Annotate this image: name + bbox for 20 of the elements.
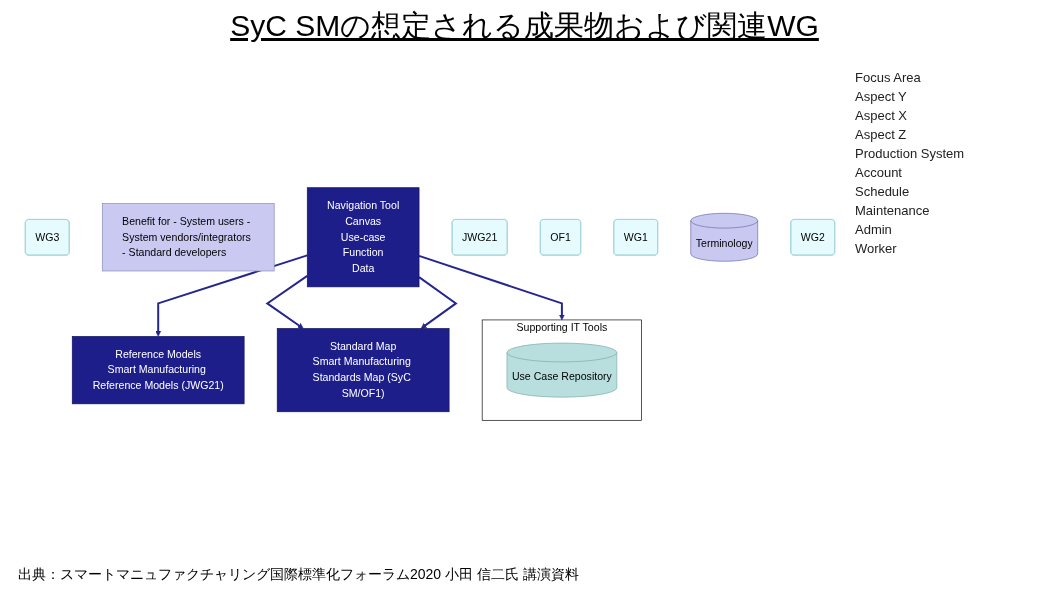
node-box: Navigation Tool Canvas Use-case Function Data bbox=[306, 187, 420, 288]
label-text: Aspect X bbox=[855, 108, 909, 123]
node-box: Benefit for - System users - System vendors/integrators - Standard developers bbox=[101, 203, 275, 272]
arrow bbox=[418, 276, 458, 329]
arrow bbox=[265, 274, 309, 329]
label-text: Schedule bbox=[855, 184, 911, 199]
arrow bbox=[418, 254, 565, 321]
label-text: Aspect Z bbox=[855, 127, 908, 142]
caption: 出典：スマートマニュファクチャリング国際標準化フォーラム2020 小田 信二氏 講演資料 bbox=[18, 566, 579, 584]
label-text: Production System bbox=[855, 146, 966, 161]
node-box: Standard Map Smart Manufacturing Standards Map (SyC SM/OF1) bbox=[276, 328, 450, 413]
label-text: Worker bbox=[855, 241, 898, 256]
title: SyC SMの想定される成果物および関連WG bbox=[229, 8, 820, 44]
label-text: Maintenance bbox=[855, 203, 931, 218]
arrow bbox=[155, 254, 309, 337]
label-text: Account bbox=[855, 165, 903, 180]
node-box: Reference Models Smart Manufacturing Reference Models (JWG21) bbox=[71, 336, 245, 405]
label-text: Focus Area bbox=[855, 70, 922, 85]
label-text: Aspect Y bbox=[855, 89, 908, 104]
label-text: Admin bbox=[855, 222, 893, 237]
